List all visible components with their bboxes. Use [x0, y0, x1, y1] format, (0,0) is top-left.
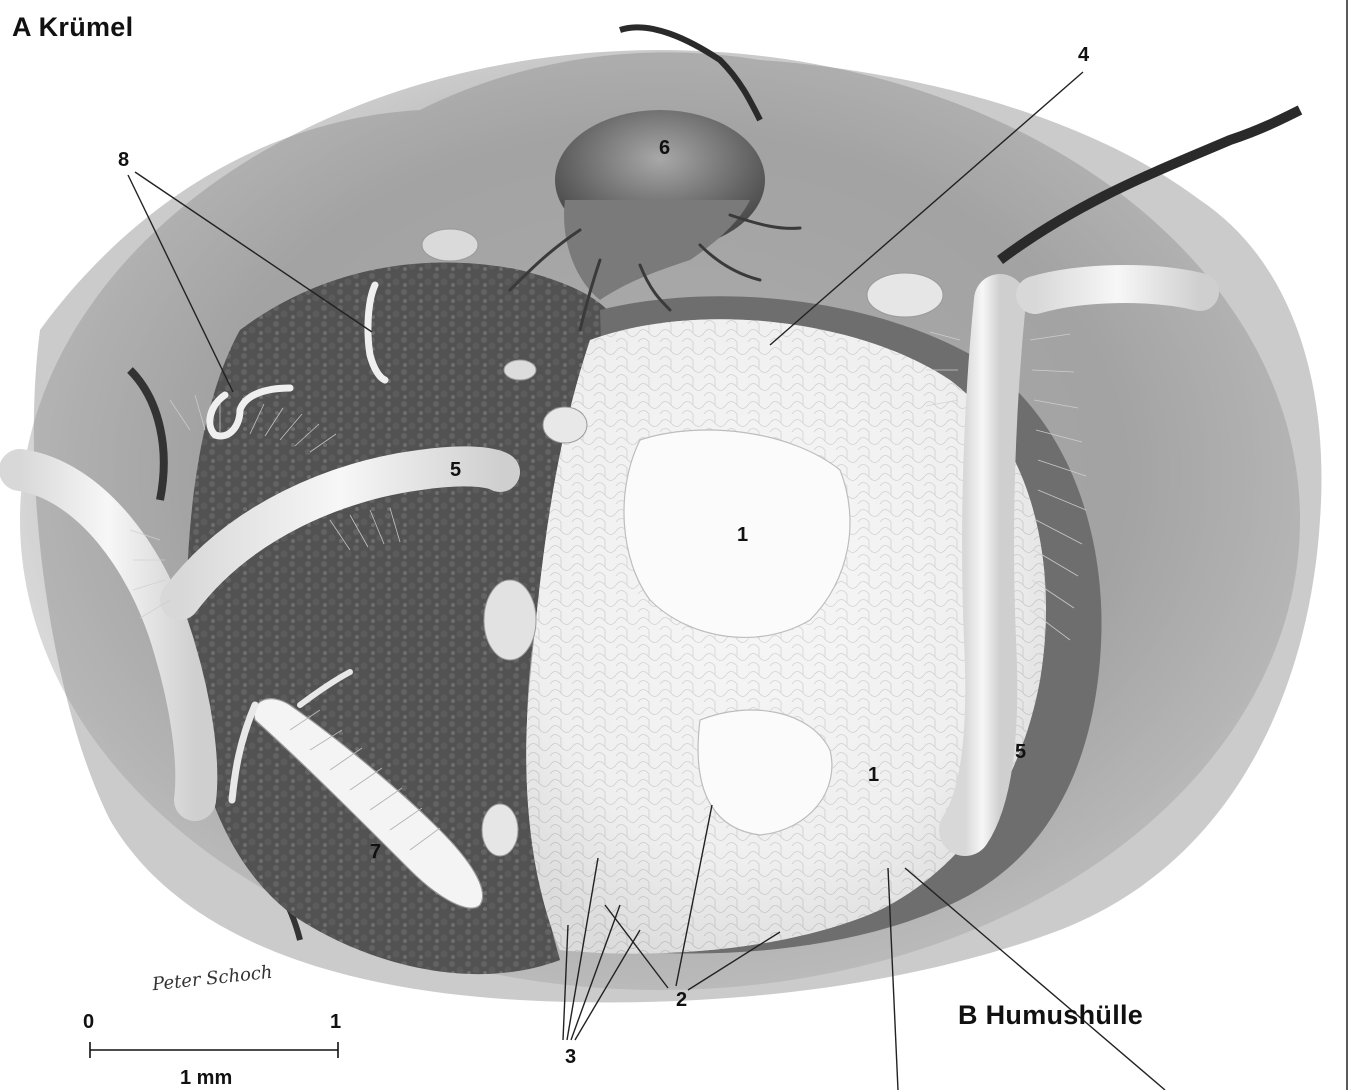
label-3: 3	[565, 1047, 576, 1067]
scale-unit-label: 1 mm	[180, 1068, 232, 1088]
label-8: 8	[118, 150, 129, 170]
label-1-top: 1	[737, 525, 748, 545]
figure-title-a: A Krümel	[12, 12, 133, 42]
label-2: 2	[676, 990, 687, 1010]
label-5-left: 5	[450, 460, 461, 480]
label-4: 4	[1078, 45, 1089, 65]
label-6: 6	[659, 138, 670, 158]
label-7: 7	[370, 842, 381, 862]
figure-title-b: B Humushülle	[958, 1000, 1143, 1030]
scale-bar-line	[90, 1042, 338, 1058]
label-1-bottom: 1	[868, 765, 879, 785]
label-5-right: 5	[1015, 742, 1026, 762]
scale-end-label: 1	[330, 1012, 341, 1032]
scale-start-label: 0	[83, 1012, 94, 1032]
